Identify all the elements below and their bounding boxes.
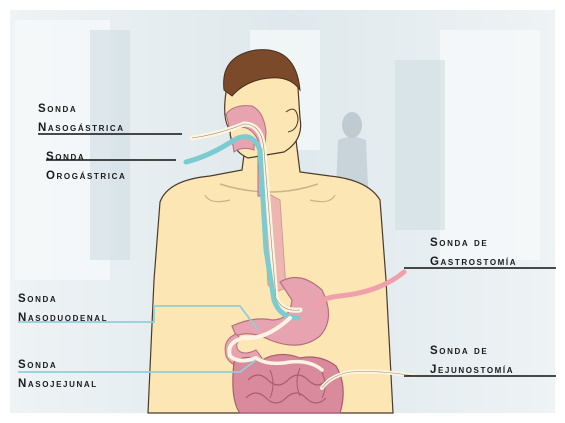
label-nasoduodenal: Sonda Nasoduodenal <box>18 290 108 328</box>
label-gastrostomia-line1: Sonda de <box>430 234 517 253</box>
label-jejunostomia: Sonda de Jejunostomía <box>430 342 514 380</box>
label-nasojejunal-line2: Nasojejunal <box>18 375 98 394</box>
label-gastrostomia: Sonda de Gastrostomía <box>430 234 517 272</box>
label-nasojejunal-line1: Sonda <box>18 356 98 375</box>
label-nasojejunal: Sonda Nasojejunal <box>18 356 98 394</box>
label-orogastrica-line2: Orogástrica <box>46 167 126 186</box>
label-jejunostomia-line2: Jejunostomía <box>430 361 514 380</box>
label-nasogastrica: Sonda Nasogástrica <box>38 100 125 138</box>
label-nasogastrica-line1: Sonda <box>38 100 125 119</box>
label-jejunostomia-line1: Sonda de <box>430 342 514 361</box>
label-nasoduodenal-line1: Sonda <box>18 290 108 309</box>
label-nasoduodenal-line2: Nasoduodenal <box>18 309 108 328</box>
label-gastrostomia-line2: Gastrostomía <box>430 253 517 272</box>
label-nasogastrica-line2: Nasogástrica <box>38 119 125 138</box>
label-orogastrica-line1: Sonda <box>46 148 126 167</box>
label-orogastrica: Sonda Orogástrica <box>46 148 126 186</box>
